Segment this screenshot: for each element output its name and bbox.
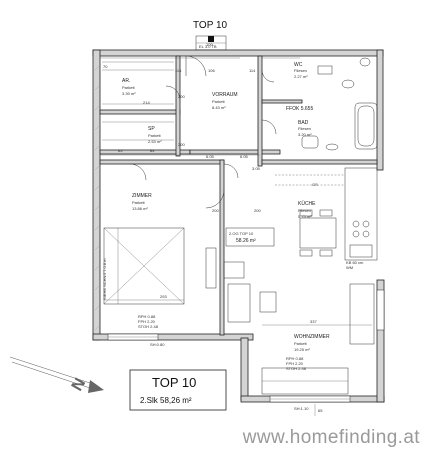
room-name: WOHNZIMMER bbox=[294, 334, 330, 340]
zimmer-bottom: SH:0.80 bbox=[150, 342, 165, 347]
dimension-texts: 100 106 114 70 116 214 200 200 65 84 6.0… bbox=[103, 42, 323, 413]
ffok-note: FFOK 5.655 bbox=[286, 106, 313, 112]
legend-title: TOP 10 bbox=[152, 375, 196, 390]
dim-9: 84 bbox=[150, 148, 155, 153]
dining-table bbox=[299, 217, 337, 249]
outer-walls bbox=[92, 49, 385, 403]
toilet bbox=[359, 57, 371, 67]
room-name: AR. bbox=[122, 78, 130, 84]
north-arrow: N bbox=[9, 356, 104, 394]
room-name: SP bbox=[148, 126, 155, 132]
dim-3: 70 bbox=[103, 64, 108, 69]
zimmer-window-1: RPH 0.88 bbox=[138, 314, 156, 319]
sink bbox=[301, 135, 319, 149]
room-area: 13.86 m² bbox=[132, 206, 148, 211]
elevation-note: EL 3.0 TB bbox=[199, 44, 217, 49]
level-tag: 2.OG TOP 10 58.26 m² bbox=[225, 227, 275, 247]
zimmer-window-2: FPH 2.20 bbox=[138, 319, 156, 324]
room-ar: AR. Parkett 3.39 m² bbox=[122, 78, 136, 96]
dim-16: 337 bbox=[310, 319, 317, 324]
north-label: N bbox=[69, 375, 90, 394]
room-area: 8.43 m² bbox=[212, 105, 226, 110]
dim-5: 214 bbox=[143, 100, 150, 105]
interior-walls bbox=[99, 55, 378, 336]
wohn-window-2: FPH 2.20 bbox=[286, 361, 304, 366]
wohn-window-1: RPH 0.88 bbox=[286, 356, 304, 361]
room-area: 2.53 m² bbox=[148, 139, 162, 144]
legend-subtitle: 2.Slk 58,26 m² bbox=[140, 396, 192, 405]
dim-13: 200 bbox=[212, 208, 219, 213]
room-floor: Parkett bbox=[122, 85, 136, 90]
dim-1: 106 bbox=[208, 68, 215, 73]
dim-12: 3.05 bbox=[252, 166, 261, 171]
legend-box: TOP 10 2.Slk 58,26 m² bbox=[129, 369, 227, 411]
room-area: 19.25 m² bbox=[294, 347, 310, 352]
dim-11: 6.05 bbox=[240, 154, 249, 159]
room-area: 5.75 m² bbox=[298, 214, 312, 219]
dim-10: 6.05 bbox=[206, 154, 215, 159]
wc-basin bbox=[341, 79, 355, 89]
ar-shelves bbox=[102, 61, 174, 141]
kitchen-counter bbox=[344, 167, 378, 261]
room-area: 2.27 m² bbox=[294, 74, 308, 79]
room-vorraum: VORRAUM Parkett 8.43 m² bbox=[212, 92, 238, 110]
windows bbox=[107, 289, 385, 403]
dim-14: 200 bbox=[254, 208, 261, 213]
dim-7: 200 bbox=[178, 142, 185, 147]
dim-17: 65 bbox=[318, 408, 323, 413]
bathtub bbox=[354, 102, 378, 150]
room-bad: BAD Fliesen 3.20 m² bbox=[298, 120, 312, 137]
gs-note: GS bbox=[312, 182, 318, 187]
zimmer-bed bbox=[103, 227, 217, 305]
bathroom-fixtures bbox=[301, 57, 378, 151]
dim-6: 200 bbox=[178, 94, 185, 99]
dim-2: 114 bbox=[249, 68, 256, 73]
level-tag-area: 58.26 m² bbox=[236, 238, 256, 244]
room-zimmer: ZIMMER Parkett 13.86 m² bbox=[132, 193, 152, 211]
watermark: www.homefinding.at bbox=[242, 427, 421, 448]
kitchen-tag2: WM bbox=[346, 265, 353, 270]
room-name: ZIMMER bbox=[132, 193, 152, 199]
room-floor: Fliesen bbox=[294, 68, 307, 73]
room-floor: Fliesen bbox=[298, 208, 311, 213]
room-name: WC bbox=[294, 62, 303, 68]
room-floor: Parkett bbox=[212, 99, 226, 104]
zimmer-window-3: STOH 2.48 bbox=[138, 324, 159, 329]
room-floor: Fliesen bbox=[298, 126, 311, 131]
wohn-window-3: STOH 2.48 bbox=[286, 366, 307, 371]
kitchen-tag: KB 60 cm bbox=[346, 260, 364, 265]
room-sp: SP Parkett 2.53 m² bbox=[148, 126, 162, 144]
wohn-bottom: SH:1.10 bbox=[294, 406, 309, 411]
kitchen bbox=[275, 167, 378, 261]
room-kueche: KÜCHE Fliesen 5.75 m² bbox=[298, 200, 316, 219]
living-furniture bbox=[223, 261, 375, 395]
plan-title: TOP 10 bbox=[193, 20, 228, 31]
room-name: BAD bbox=[298, 120, 309, 126]
room-name: KÜCHE bbox=[298, 200, 316, 207]
room-area: 3.20 m² bbox=[298, 132, 312, 137]
dim-15: 293 bbox=[160, 294, 167, 299]
room-floor: Parkett bbox=[148, 133, 162, 138]
doors bbox=[129, 55, 277, 209]
room-wohnzimmer: WOHNZIMMER Parkett 19.25 m² bbox=[294, 334, 330, 352]
room-name: VORRAUM bbox=[212, 92, 238, 98]
level-tag-name: 2.OG TOP 10 bbox=[229, 231, 254, 236]
dim-4: 116 bbox=[175, 68, 182, 73]
dim-8: 65 bbox=[118, 148, 123, 153]
room-area: 3.39 m² bbox=[122, 91, 136, 96]
room-wc: WC Fliesen 2.27 m² bbox=[294, 62, 308, 79]
dimension-lines bbox=[100, 57, 372, 416]
side-label: SIEHE SCHNITT 0.8 m bbox=[102, 258, 107, 300]
room-floor: Parkett bbox=[132, 200, 146, 205]
room-floor: Parkett bbox=[294, 341, 308, 346]
wall-hatch bbox=[94, 65, 100, 331]
dim-top-width: 100 bbox=[206, 42, 213, 47]
